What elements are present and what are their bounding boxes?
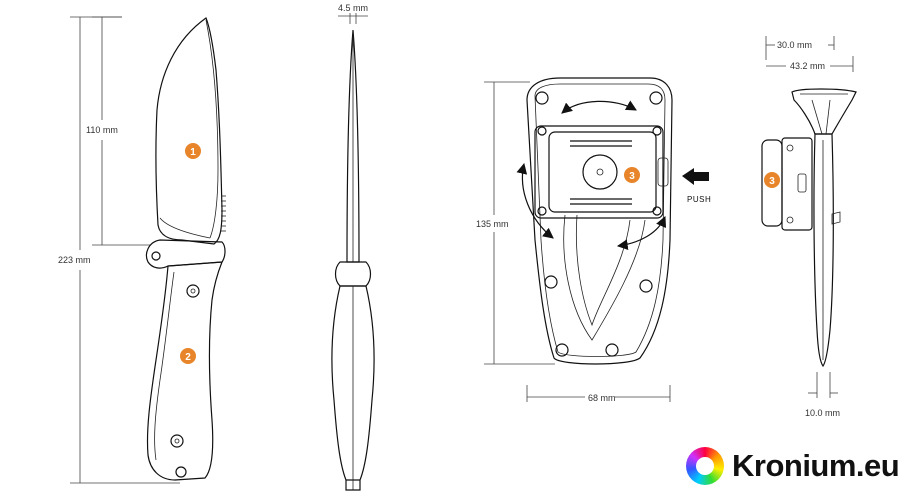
callout-3-front: 3: [624, 167, 640, 183]
handle-bolt-bottom: [170, 434, 184, 448]
sheath-height-label: 135 mm: [476, 219, 509, 229]
sheath-side-view: 30.0 mm 43.2 mm 10.0 mm 3: [761, 36, 857, 418]
kronium-logo-icon: [686, 447, 724, 485]
blade-outline: [155, 17, 223, 245]
blade-thickness-label: 4.5 mm: [338, 3, 368, 13]
sheath-hole-mr: [639, 279, 653, 293]
rotate-arrow-right: [616, 216, 667, 251]
sheath-body: [526, 77, 673, 365]
blade-edge-line: [159, 217, 211, 239]
blade-grind-line: [205, 19, 219, 239]
overall-length-label: 223 mm: [58, 255, 91, 265]
blade-length-label: 110 mm: [86, 125, 118, 135]
clip-knob: [582, 154, 618, 190]
sheath-front-view: 135 mm 68 mm: [476, 77, 711, 403]
svg-text:3: 3: [769, 176, 775, 187]
clip-inner: [548, 131, 657, 213]
callout-3-side: 3: [764, 172, 780, 188]
sheath-hole-tr: [649, 91, 663, 105]
sheath-width-label: 68 mm: [588, 393, 616, 403]
sheath-hole-bl: [555, 343, 569, 357]
handle-outline: [146, 261, 223, 481]
sheath-hole-ml: [544, 275, 558, 289]
sheath-hole-tl: [535, 91, 549, 105]
clip-width-inner-label: 30.0 mm: [777, 40, 812, 50]
knife-side-view: 223 mm 110 mm: [58, 16, 226, 484]
handle-scale-line: [154, 271, 175, 461]
lanyard-hole: [175, 466, 187, 478]
brand-name: Kronium.eu: [732, 448, 900, 483]
guard-edge: [334, 261, 372, 287]
sheath-thickness-label: 10.0 mm: [805, 408, 840, 418]
callout-1: 1: [185, 143, 201, 159]
side-clip-plate: [781, 137, 813, 231]
handle-bolt-top: [186, 284, 200, 298]
callout-2: 2: [180, 348, 196, 364]
svg-text:2: 2: [185, 352, 191, 363]
rotate-arrow-top: [561, 100, 637, 114]
pommel-edge: [345, 480, 361, 491]
rotate-arrow-left: [516, 162, 554, 239]
push-arrow-icon: [682, 168, 709, 185]
svg-text:3: 3: [629, 171, 635, 182]
svg-text:1: 1: [190, 147, 196, 158]
guard-hole: [151, 251, 161, 261]
clip-width-outer-label: 43.2 mm: [790, 61, 825, 71]
spine-jimping: [221, 195, 226, 232]
sheath-blade-cavity: [563, 214, 646, 341]
push-label: PUSH: [687, 195, 711, 204]
brand-logo: Kronium.eu: [686, 444, 900, 488]
side-sheath-body: [813, 133, 834, 368]
clip-grip-lines: [570, 140, 632, 205]
sheath-hole-br: [605, 343, 619, 357]
guard: [145, 239, 226, 269]
side-clip-top: [791, 88, 857, 135]
knife-edge-view: 4.5 mm: [331, 3, 375, 491]
clip-release-button: [657, 157, 669, 187]
